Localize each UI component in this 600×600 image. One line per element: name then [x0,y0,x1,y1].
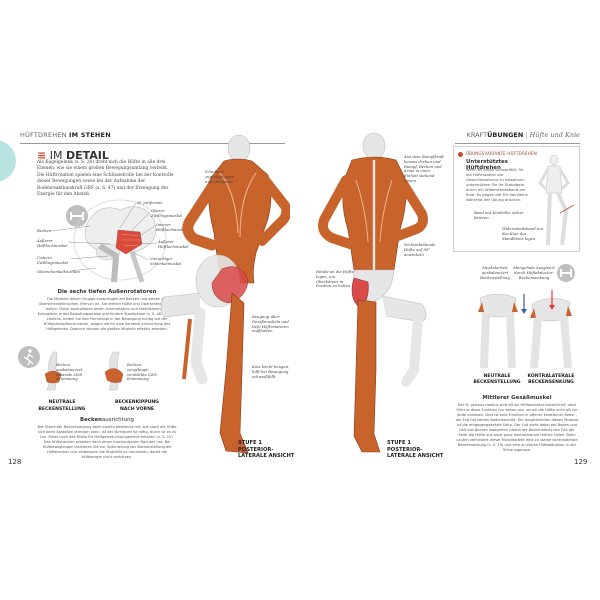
stage-caption-right: STUFE 1 POSTERIOR- LATERALE ANSICHT [387,440,443,460]
header-right-sub: Hüfte und Knie [529,131,580,139]
section-title: ≡ IM DETAIL [37,149,109,162]
page-number-left: 128 [8,458,22,466]
variant-icon [458,152,463,157]
label-unterer-zwillingsmuskel: Unterer Zwillingsmuskel [37,255,69,265]
dumbbell-icon [557,264,575,282]
variant-kicker: ÜBUNGSVARIANTE HÜFTDREHEN [466,151,537,156]
label-innerer-hueftlochmuskel: Innerer Hüftlochmuskel [156,222,187,232]
variant-figure [538,154,575,246]
stage-right-line2: POSTERIOR- [387,446,423,453]
becken-title: Beckenausrichtung [37,417,177,423]
stage-left-line3: LATERALE ANSICHT [238,453,295,460]
label-widerstandsband: Widerstandsband um das Knie des Standbei… [502,226,543,241]
pelvis-posture-figures [44,351,124,391]
label-standbein: Nichtarbeitende Hüfte auf 90° anwinkeln [404,242,436,257]
label-band: Band auf Kniehöhe sicher fixieren [474,210,524,220]
anatomy-figure-right [318,132,428,453]
label-aeusserer-hueftlochmuskel-right: Äußerer Hüftlochmuskel [158,239,189,249]
becken-title-light: ausrichtung [101,417,134,423]
label-m-piriformis: M. piriformis [137,200,163,205]
pelvis-caption-title: Die sechs tiefen Außenrotatoren [57,289,157,295]
section-title-bold: DETAIL [65,149,109,162]
anatomy-figure-left [160,134,290,454]
header-right-bold: ÜBUNGEN [487,131,524,139]
becken-text: Der Stand der Beckenneigung beim Laufen … [37,425,177,459]
section-title-light: IM [49,149,63,162]
stage-left-line1: STUFE 1 [238,440,262,446]
label-muskelarbeit: Muskelarbeit ausbalanciert Beckenstellun… [480,265,510,280]
label-schultern: Schultern zurückgezogen und entspannt [205,169,235,184]
label-oberschenkelknochen: Oberschenkelknochen [37,269,80,274]
pelvis-diagram [73,199,167,283]
variant-panel: ÜBUNGSVARIANTE HÜFTDREHEN Unterstütztes … [453,146,580,252]
label-becken-vorne: Becken vorgekippt, verstärkte LWS-Krümmu… [127,362,159,382]
label-oberer-zwillingsmuskel: Oberer Zwillingsmuskel [151,208,183,218]
header-left-bold: IM STEHEN [69,131,111,139]
label-beugung: Beugung über Gesäßmuskeln und tiefe Hüft… [252,314,289,334]
caption-beckenkippung-vorne: BECKENKIPPUNG NACH VORNE [115,400,159,412]
running-figure-icon [18,346,40,368]
header-left: HÜFTDREHEN IM STEHEN [20,131,285,144]
gluteus-title: Mittlerer Gesäßmuskel [482,395,552,401]
label-rumpf: Aus dem Rumpfkraft heraus drehen und Rum… [404,154,444,183]
stage-left-line2: POSTERIOR- [238,446,274,453]
header-right-light: KRAFT [466,131,488,139]
label-mangelnde: Mangelnde Ausgleich durch Hüftabductor-B… [513,265,555,280]
pelvis-caption-text: Die Muskeln dieser Gruppe entspringen am… [37,297,177,331]
stage-right-line3: LATERALE ANSICHT [387,453,444,460]
section-title-marker: ≡ [37,149,47,162]
header-left-light: HÜFTDREHEN [20,131,67,139]
teal-page-tab [0,140,16,182]
stage-right-line1: STUFE 1 [387,440,411,446]
caption-kontralaterale-beckensenkung: KONTRALATERALE BECKENSENKUNG [527,374,575,385]
gluteus-diagram [478,290,572,369]
becken-title-bold: Becken [80,417,102,423]
variant-title: Unterstütztes Hüftdrehen [466,159,508,171]
page-number-right: 129 [574,458,588,466]
intro-text: Als Kugelgelenk (s. S. 26) dreht sich di… [37,160,174,198]
caption-neutrale-beckenstellung-right: NEUTRALE BECKENSTELLUNG [473,374,521,385]
caption-neutrale-beckenstellung: NEUTRALE BECKENSTELLUNG [38,400,86,412]
label-knie: Knie leicht beugen, hilft bei Bewegung s… [252,364,290,379]
variant-text: Wenn es Ihnen schwerfällt, für die Hüftr… [466,167,528,202]
stage-caption-left: STUFE 1 POSTERIOR- LATERALE ANSICHT [238,440,294,460]
label-quadratischer-schenkelmuskel: Viereckiger Schenkelmuskel [150,256,182,266]
gluteus-text: Der M. gluteus medius wird oft als Hüfta… [455,403,579,452]
label-aeusserer-hueftlochmuskel-left: Äußerer Hüftlochmuskel [37,238,68,248]
label-becken: Becken [37,228,52,233]
label-haende: Hände an die Hüfte legen, um Oberkörper … [316,269,354,289]
label-becken-neutral: Becken ausbalanciert, neutrale LWS-Krümm… [56,362,84,382]
header-right: KRAFTÜBUNGEN | Hüfte und Knie [455,131,580,144]
